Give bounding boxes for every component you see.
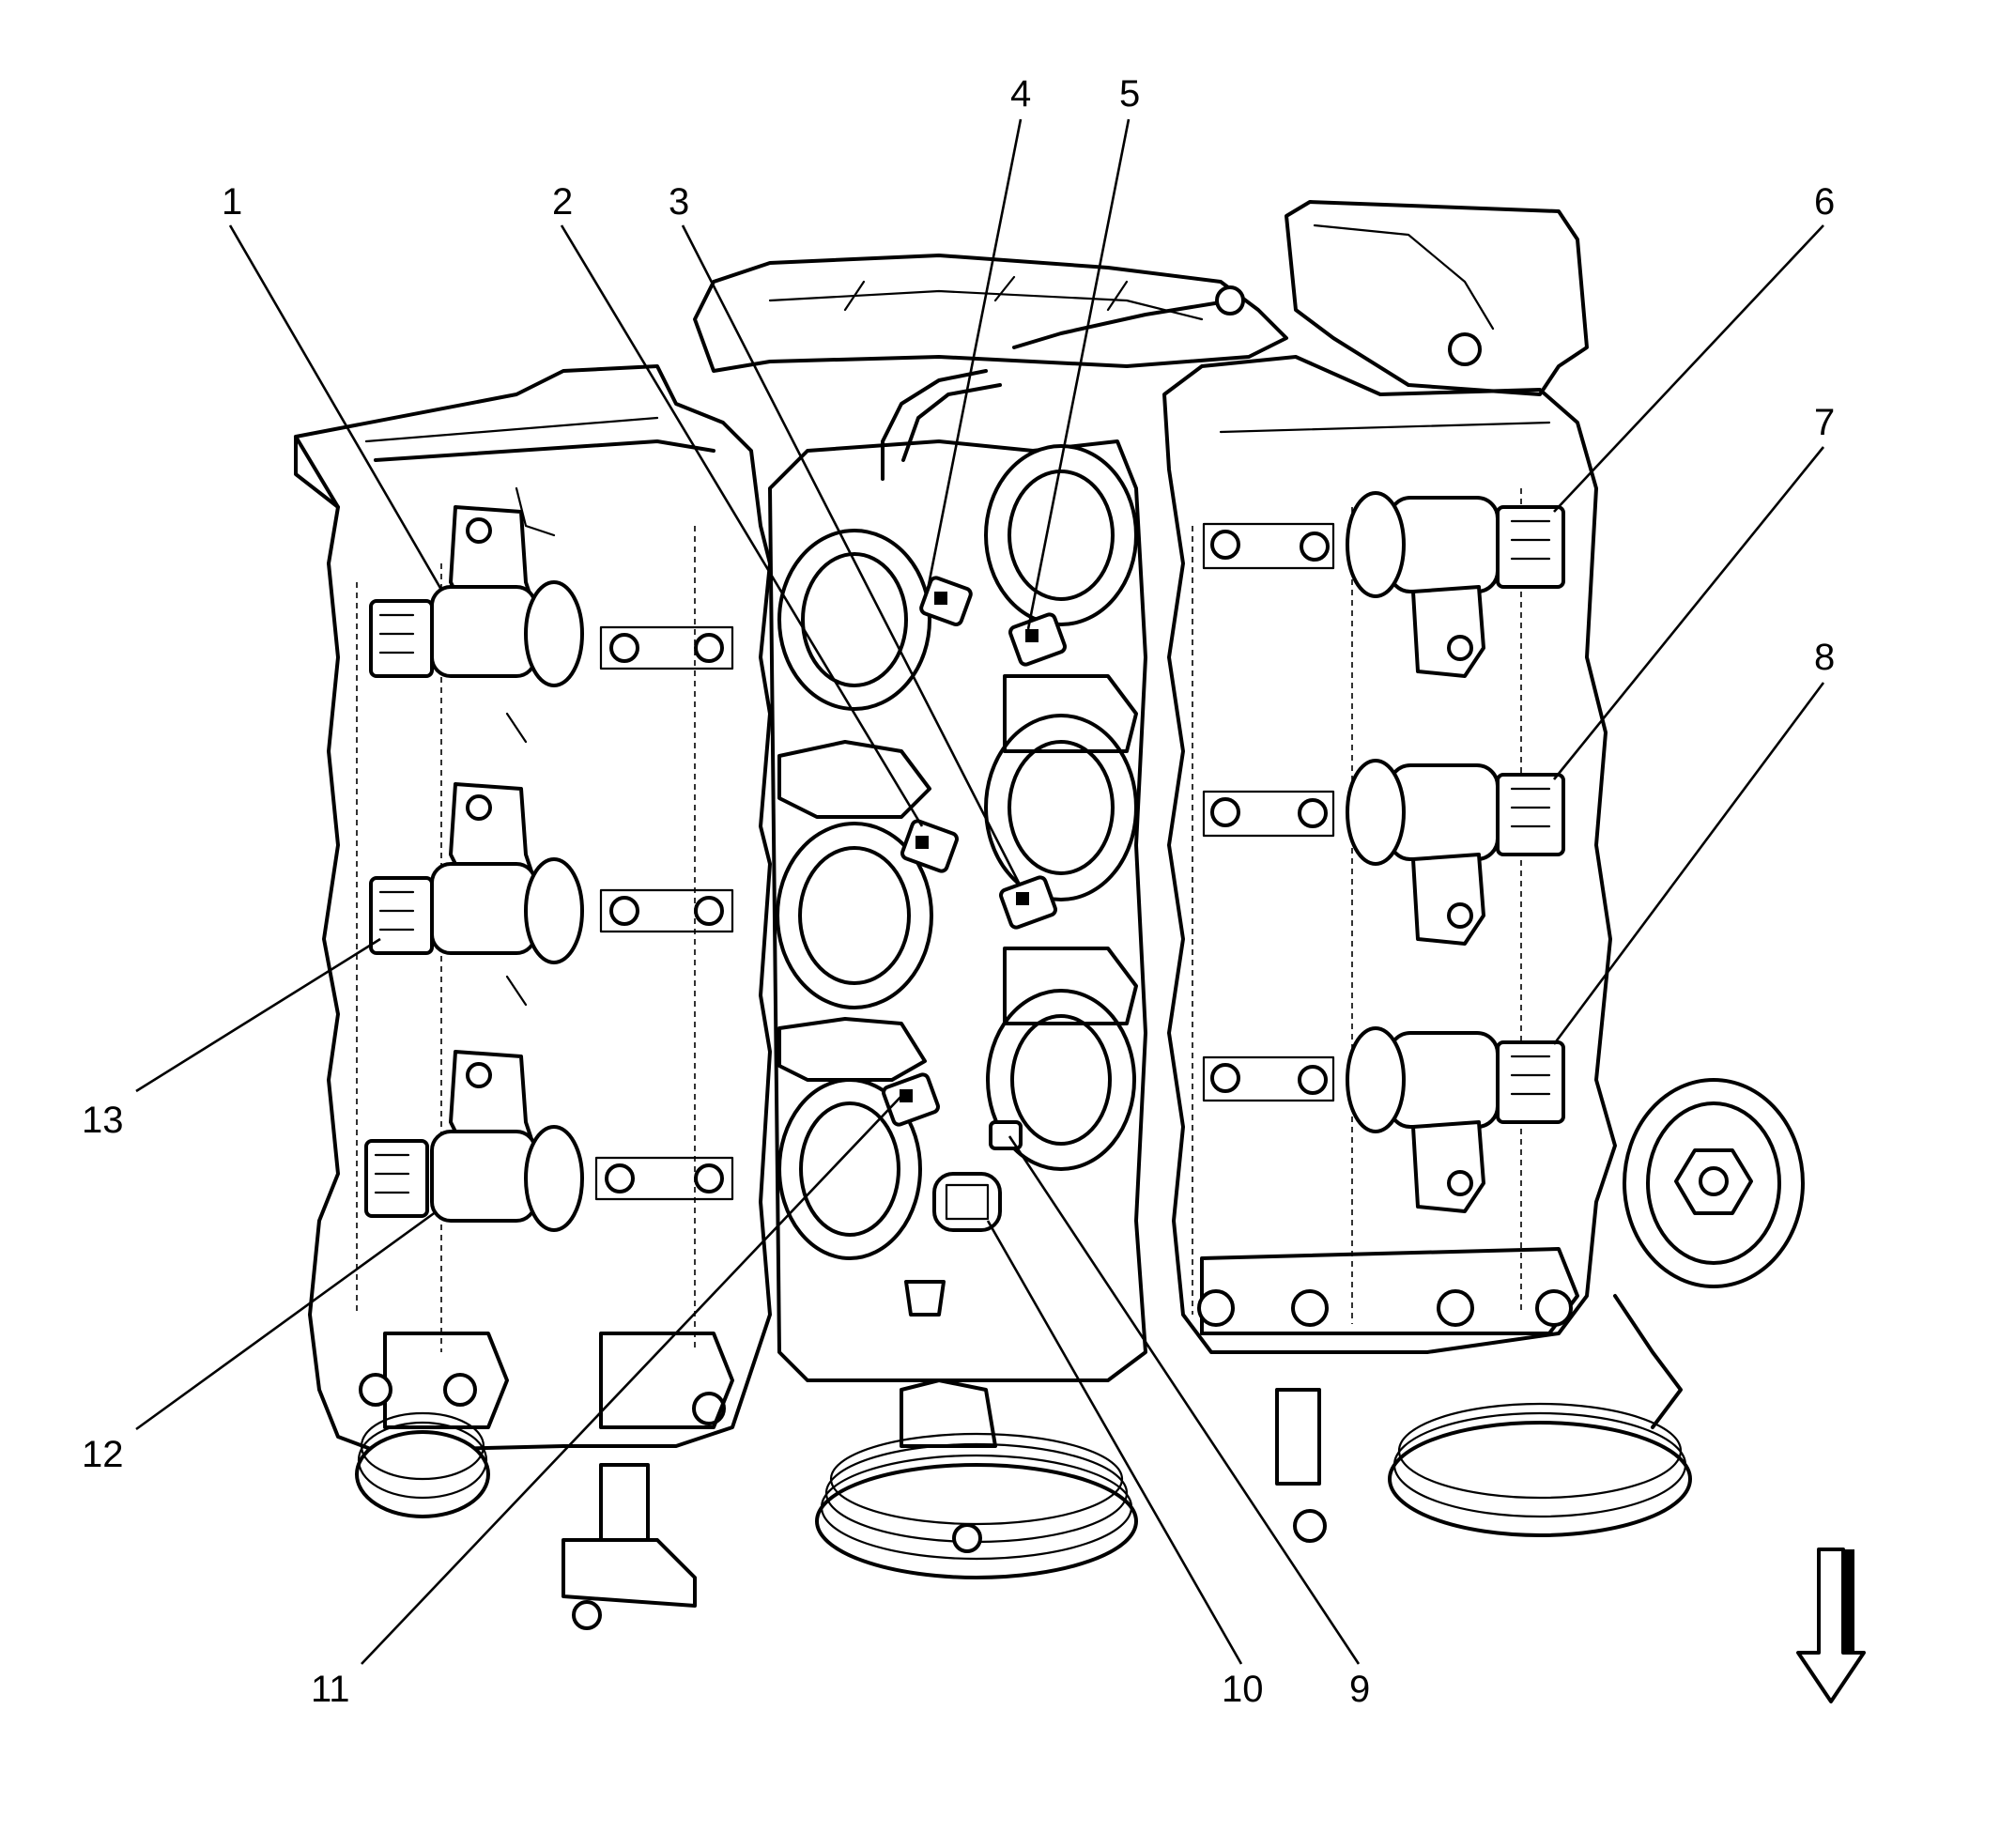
leader-13 — [135, 937, 381, 1093]
leader-8 — [1552, 682, 1825, 1045]
leader-4 — [926, 118, 1023, 591]
left-ignition-coils — [364, 505, 584, 1232]
leader-2 — [560, 224, 924, 827]
engine-drawing — [294, 200, 1866, 1703]
leader-5 — [1026, 118, 1131, 630]
callout-9: 9 — [1349, 1669, 1370, 1710]
callout-10: 10 — [1222, 1669, 1264, 1710]
callout-labels: 1 2 3 4 5 6 7 8 9 10 11 12 13 — [82, 73, 1835, 1710]
fuel-injectors — [882, 576, 1067, 1232]
right-head-bolts — [1202, 522, 1335, 1102]
callout-7: 7 — [1814, 402, 1835, 443]
right-ignition-coils — [1346, 491, 1565, 1213]
leader-9 — [1008, 1135, 1361, 1665]
down-arrow-icon — [1796, 1548, 1866, 1703]
leader-7 — [1552, 446, 1825, 780]
callout-4: 4 — [1010, 73, 1031, 115]
leader-lines — [135, 118, 1825, 1665]
callout-2: 2 — [552, 181, 573, 223]
callout-3: 3 — [669, 181, 689, 223]
leader-10 — [986, 1220, 1243, 1665]
callout-12: 12 — [82, 1434, 124, 1475]
oil-filter — [1613, 1078, 1805, 1429]
leader-11 — [361, 1090, 907, 1665]
intake-ports — [776, 444, 1138, 1260]
leader-6 — [1553, 224, 1824, 513]
left-head-bolts — [594, 625, 734, 1201]
leader-1 — [228, 224, 443, 591]
callout-6: 6 — [1814, 181, 1835, 223]
callout-5: 5 — [1119, 73, 1140, 115]
pulleys — [355, 1402, 1692, 1579]
callout-13: 13 — [82, 1100, 124, 1141]
leader-3 — [681, 224, 1021, 884]
callout-8: 8 — [1814, 637, 1835, 678]
callout-11: 11 — [311, 1669, 350, 1710]
leader-12 — [135, 1209, 438, 1431]
callout-1: 1 — [222, 181, 242, 223]
